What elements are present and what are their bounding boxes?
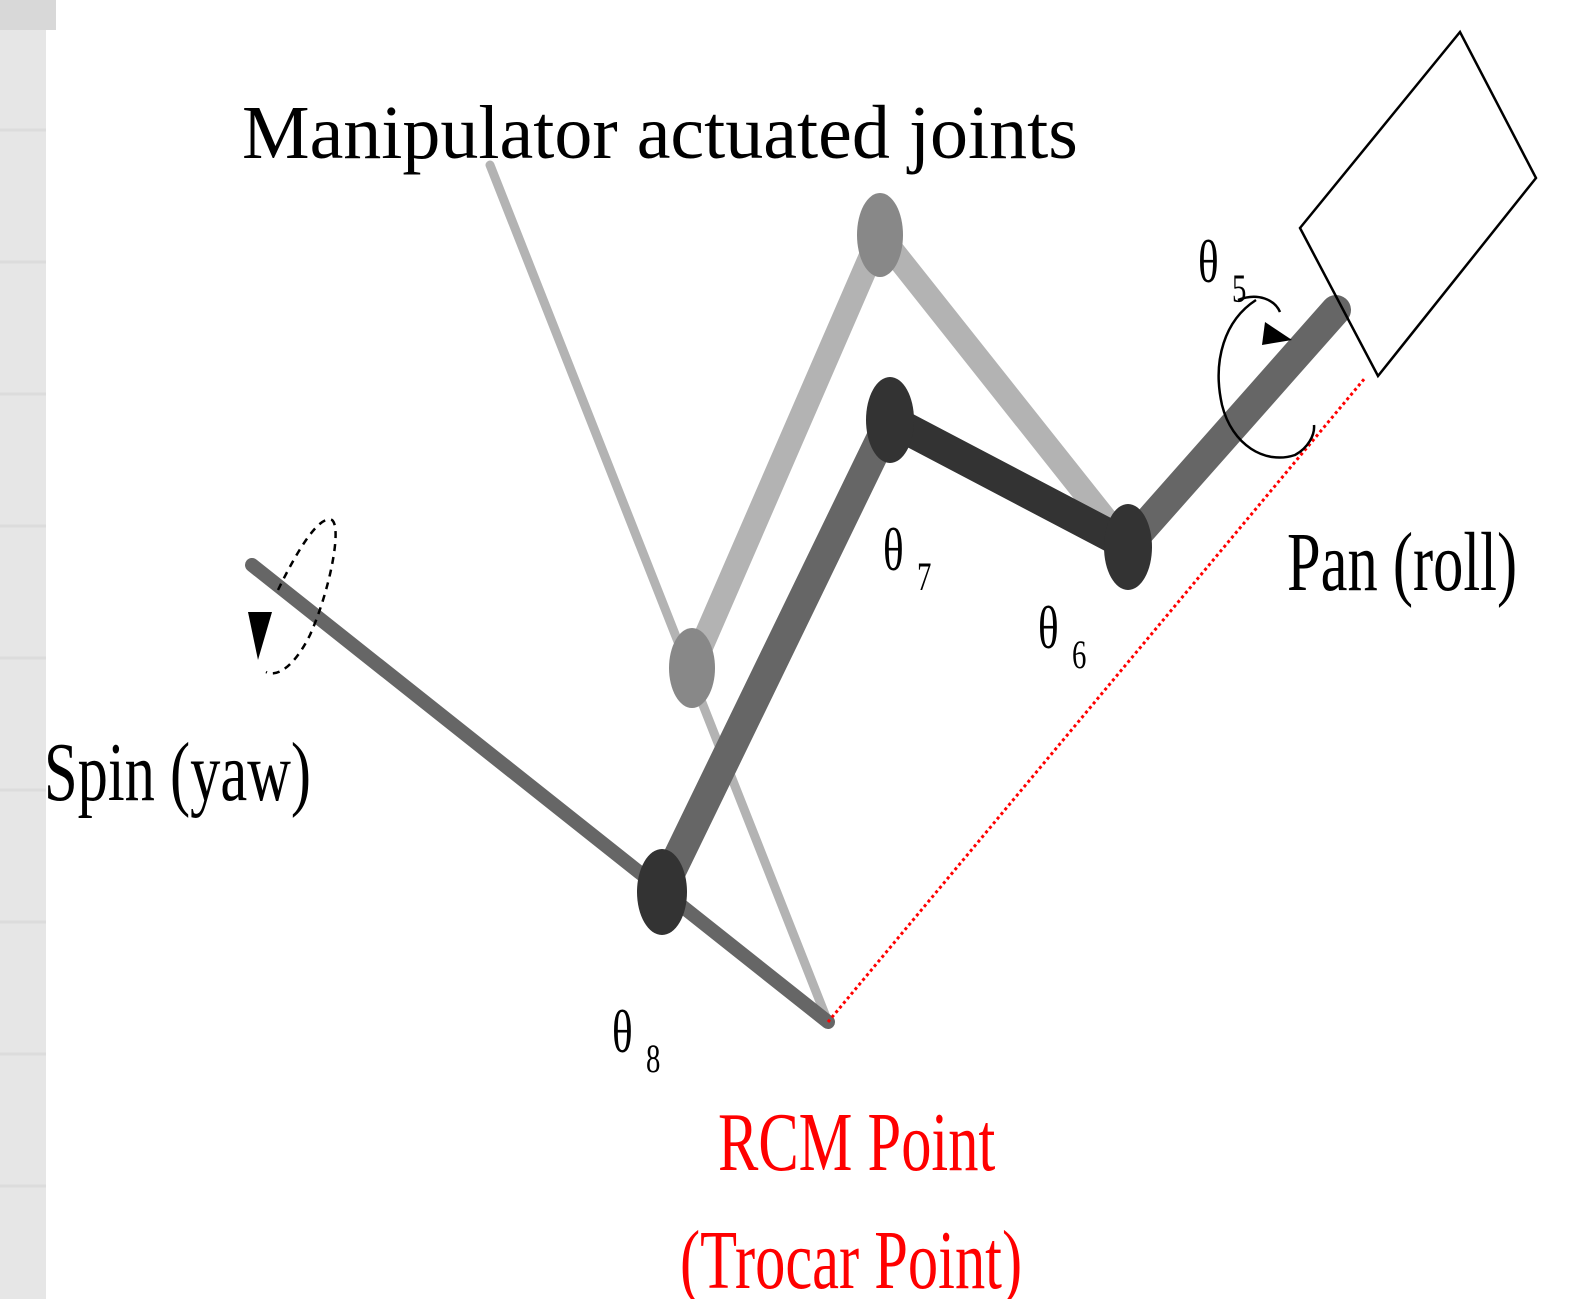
- theta7-subscript: 7: [917, 554, 931, 599]
- link-theta7-theta6: [874, 404, 1144, 561]
- theta7-symbol: θ: [883, 517, 904, 584]
- theta6-symbol: θ: [1038, 595, 1059, 662]
- theta5-subscript: 5: [1232, 266, 1246, 311]
- theta6-subscript: 6: [1072, 632, 1086, 677]
- left-edge-corner: [0, 0, 56, 30]
- trocar-point-label: (Trocar Point): [680, 1213, 1022, 1299]
- ghost-link-lower: [680, 223, 892, 680]
- ghost-joint-upper: [857, 193, 903, 277]
- theta8-subscript: 8: [646, 1036, 660, 1081]
- end-effector-box: [1298, 29, 1538, 379]
- theta7-label: θ 7: [883, 517, 931, 599]
- diagram-title: Manipulator actuated joints: [242, 91, 1078, 175]
- joint-theta7: [866, 377, 914, 463]
- ghost-configuration: [485, 160, 1138, 1027]
- theta5-symbol: θ: [1198, 229, 1219, 296]
- joint-theta6: [1104, 504, 1152, 590]
- theta5-label: θ 5: [1198, 229, 1246, 311]
- joint-theta8: [637, 849, 687, 935]
- rcm-point-label: RCM Point: [718, 1095, 995, 1188]
- ghost-thin-link: [485, 160, 833, 1027]
- theta8-label: θ 8: [612, 999, 660, 1081]
- active-configuration: [245, 295, 1351, 1029]
- link-theta8-theta7: [647, 405, 905, 905]
- theta8-symbol: θ: [612, 999, 633, 1066]
- pan-roll-label: Pan (roll): [1287, 515, 1517, 608]
- ghost-link-upper: [868, 223, 1138, 557]
- left-edge-strip: [0, 0, 46, 1299]
- spin-rotation-arrow: [248, 518, 337, 675]
- spin-yaw-label: Spin (yaw): [44, 725, 311, 818]
- pan-rotation-arrow: [1217, 295, 1316, 459]
- ghost-joint-lower: [669, 628, 715, 708]
- theta6-label: θ 6: [1038, 595, 1086, 677]
- rcm-dotted-line: [826, 377, 1367, 1023]
- spin-link: [245, 558, 835, 1029]
